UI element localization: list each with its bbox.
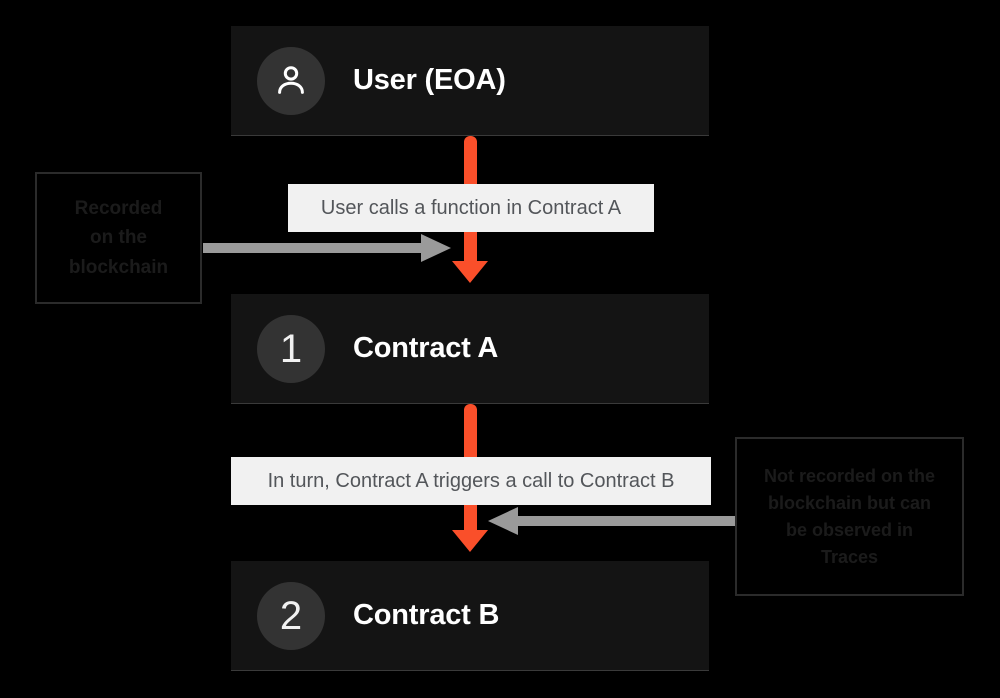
node-contract-a[interactable]: 1 Contract A — [231, 294, 709, 404]
node-user[interactable]: User (EOA) — [231, 26, 709, 136]
pointer-arrow-right — [486, 505, 736, 537]
annotation-right-line-1: Not recorded on the — [763, 465, 935, 486]
pointer-arrow-left — [203, 232, 453, 264]
step-number-badge-1: 1 — [257, 314, 325, 383]
node-contract-a-label: Contract A — [353, 332, 499, 364]
step-number-badge-2: 2 — [257, 581, 325, 650]
annotation-right-line-2: blockchain but can — [767, 492, 931, 513]
arrowhead-contract-a-to-contract-b — [452, 530, 488, 552]
caption-user-calls-contract-a: User calls a function in Contract A — [288, 184, 654, 232]
user-icon — [272, 62, 310, 100]
annotation-left-line-3: blockchain — [68, 256, 169, 278]
arrowhead-user-to-contract-a — [452, 261, 488, 283]
annotation-recorded-on-blockchain: Recorded on the blockchain — [35, 172, 202, 304]
annotation-not-recorded-on-blockchain: Not recorded on the blockchain but can b… — [735, 437, 964, 596]
annotation-right-line-3: be observed in — [785, 519, 914, 540]
node-user-label: User (EOA) — [353, 64, 506, 96]
caption-contract-a-calls-contract-b: In turn, Contract A triggers a call to C… — [231, 457, 711, 505]
user-avatar-badge — [257, 46, 325, 115]
node-contract-b[interactable]: 2 Contract B — [231, 561, 709, 671]
node-contract-b-label: Contract B — [353, 599, 500, 631]
annotation-left-line-1: Recorded — [74, 197, 163, 219]
annotation-left-line-2: on the — [90, 227, 147, 249]
annotation-right-line-4: Traces — [820, 546, 879, 567]
